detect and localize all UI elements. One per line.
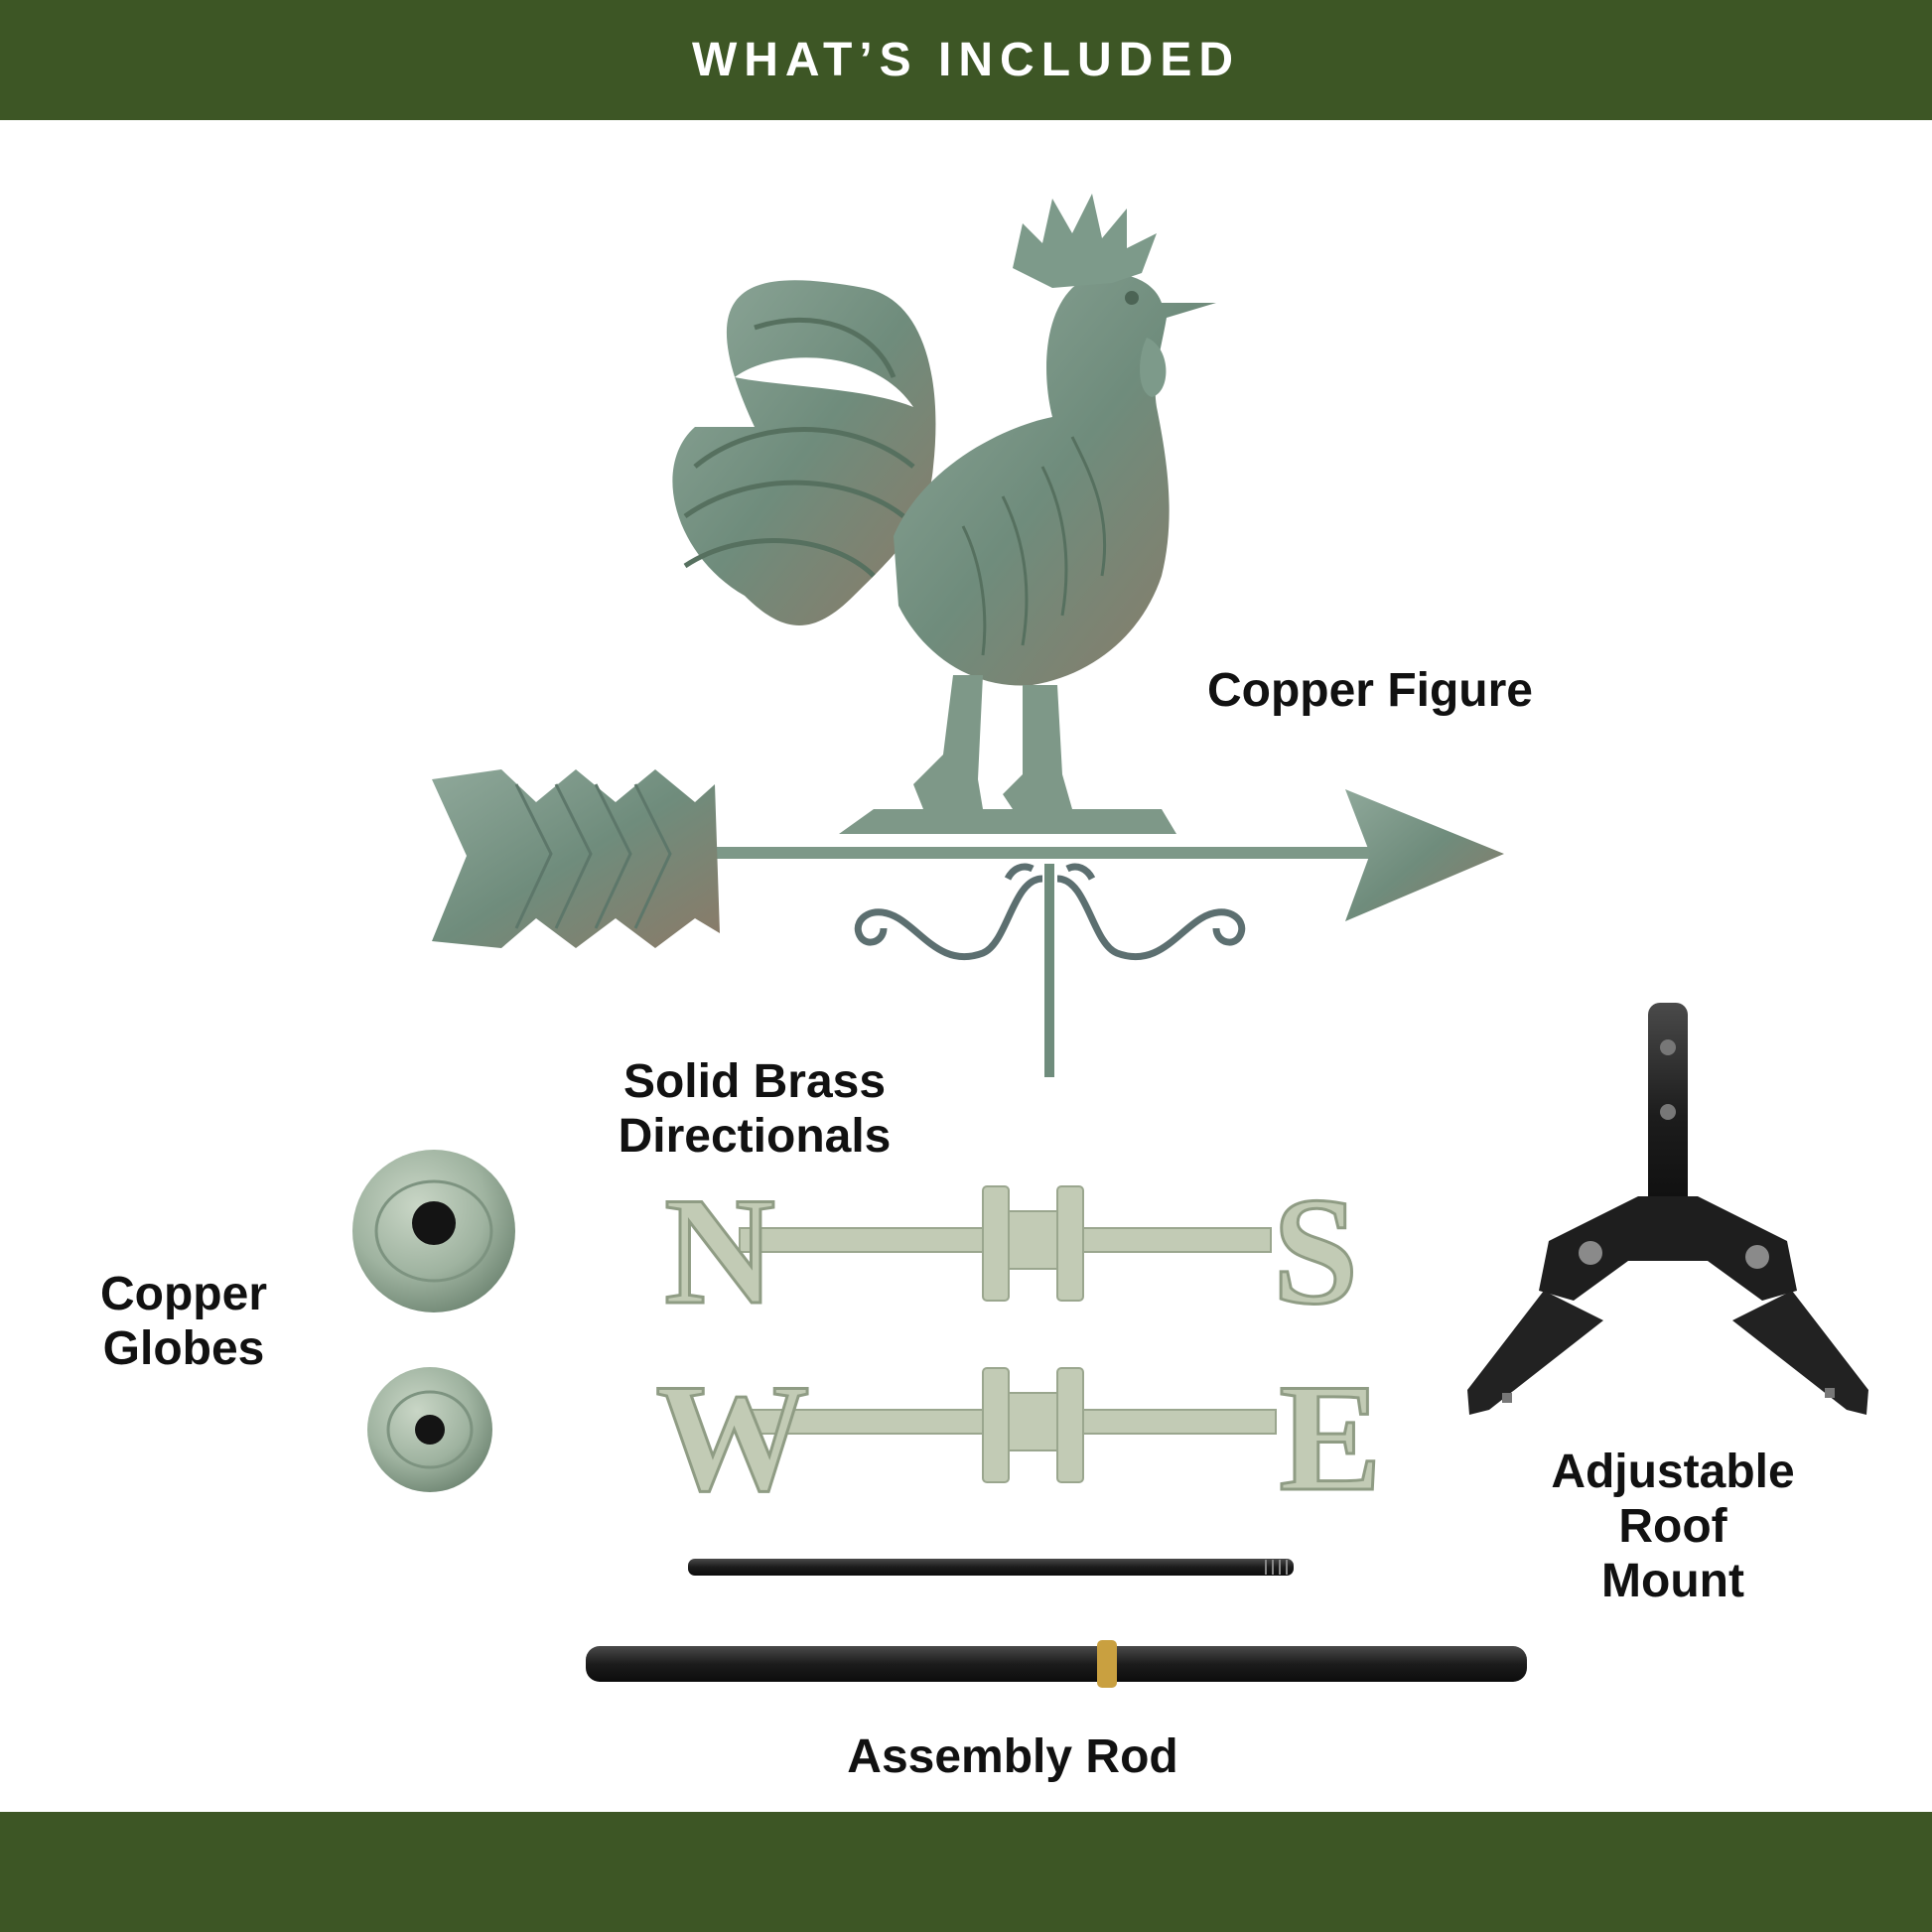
rooster-leg-left (913, 675, 983, 809)
assembly-rod-short (688, 1559, 1294, 1576)
brass-directionals: N S W E (654, 1165, 1383, 1525)
label-copper-figure: Copper Figure (1206, 664, 1533, 717)
brass-band (1097, 1640, 1117, 1688)
globe-hole-large (412, 1201, 456, 1245)
roof-mount-foot-right (1732, 1291, 1868, 1415)
rooster-leg-right (1003, 685, 1072, 809)
globe-hole-small (415, 1415, 445, 1445)
label-assembly-rod: Assembly Rod (847, 1730, 1178, 1783)
adjustable-roof-mount (1467, 1003, 1868, 1415)
letter-n: N (664, 1166, 775, 1336)
assembly-rod-long (586, 1646, 1527, 1682)
label-roof-mount: Adjustable Roof Mount (1551, 1446, 1795, 1607)
arrow-tail (432, 769, 720, 948)
roof-mount-yoke (1539, 1196, 1797, 1301)
scroll-ornaments (854, 863, 1246, 961)
rooster-base (839, 809, 1176, 834)
rooster-wattle (1140, 338, 1167, 397)
rooster-body (894, 273, 1216, 686)
letter-s: S (1273, 1166, 1358, 1336)
letter-w: W (656, 1352, 810, 1523)
copper-globes (352, 1150, 515, 1492)
header-title: WHAT’S INCLUDED (691, 34, 1241, 86)
footer-banner (0, 1812, 1932, 1932)
copper-figure-rooster (432, 194, 1504, 1077)
vane-stem (1044, 864, 1054, 1077)
rooster-tail (672, 280, 936, 625)
arrow-head (1345, 789, 1504, 921)
label-copper-globes: Copper Globes (100, 1268, 267, 1375)
rooster-eye (1125, 291, 1139, 305)
label-brass-directionals: Solid Brass Directionals (618, 1055, 892, 1163)
header-banner: WHAT’S INCLUDED (0, 0, 1932, 120)
roof-mount-foot-left (1467, 1291, 1603, 1415)
rooster-comb (1013, 194, 1157, 288)
assembly-rods (586, 1559, 1527, 1688)
letter-e: E (1279, 1352, 1381, 1523)
